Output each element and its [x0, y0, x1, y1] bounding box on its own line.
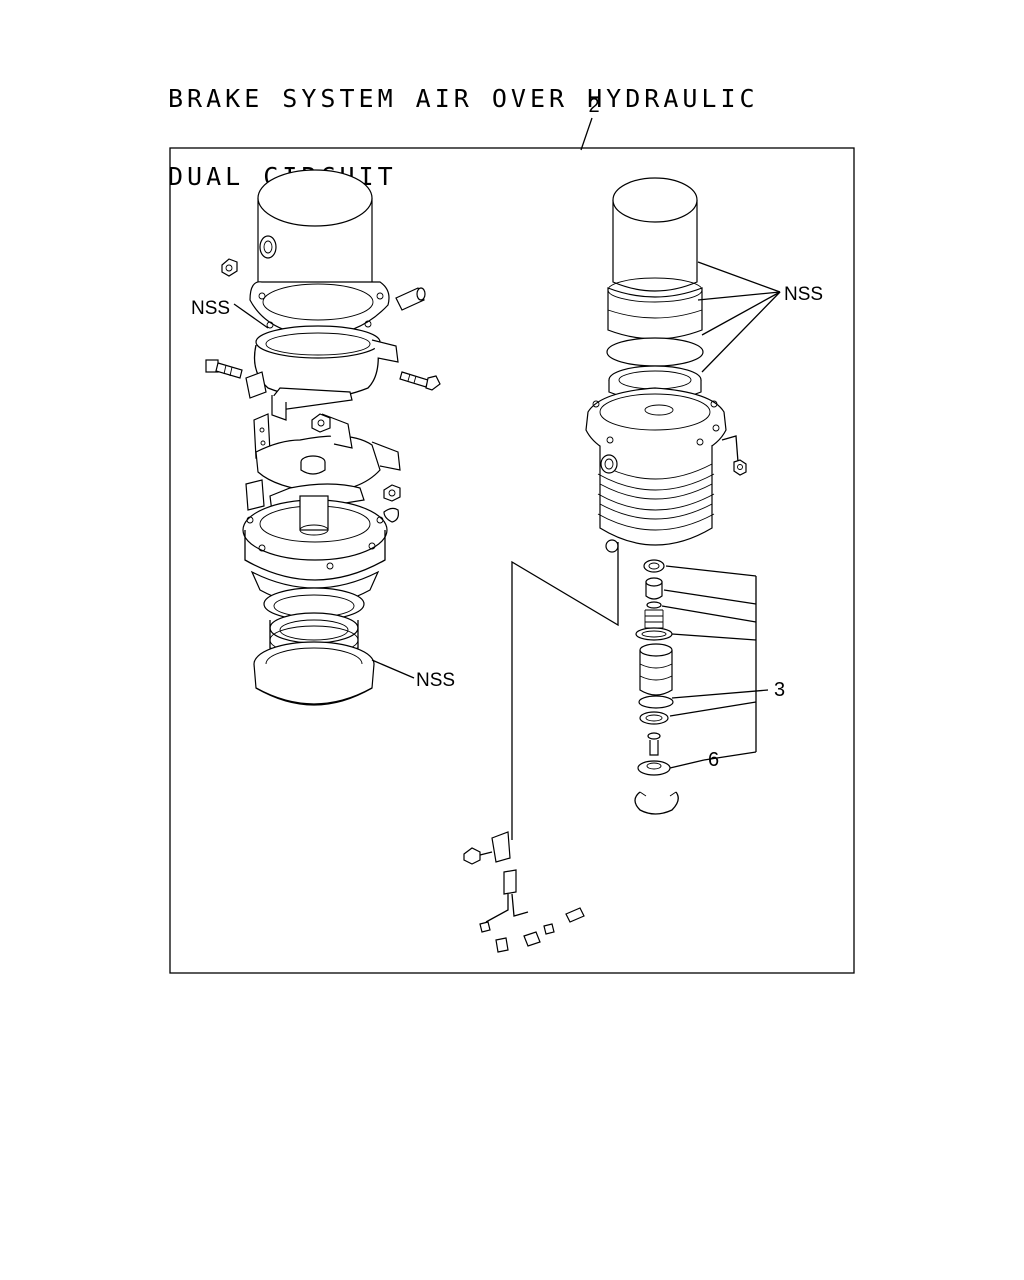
left-brake-chamber-assembly: [205, 169, 441, 706]
nss-left-upper-label: NSS: [191, 298, 230, 319]
left-bottom-plate: [253, 641, 375, 706]
diagram-frame: [169, 147, 855, 974]
left-clamp-band-upper: [245, 325, 399, 411]
callout-6-label: 6: [708, 749, 719, 771]
left-bolt-left: [205, 359, 243, 379]
nss-right-leaders: [697, 261, 781, 373]
left-nut-top: [221, 258, 238, 277]
left-clamp-band-lower: [253, 395, 401, 493]
nss-left-lower-leader: [371, 659, 415, 679]
left-lower-rings: [263, 587, 365, 659]
right-cylinder-body: [597, 446, 715, 553]
title-line-1: BRAKE SYSTEM AIR OVER HYDRAULIC: [168, 84, 759, 113]
left-bolt-right: [399, 371, 441, 391]
callout-3-leaders: [661, 565, 769, 769]
right-wiring-harness: [463, 542, 619, 953]
right-canister: [612, 177, 698, 292]
callout-2-leader: [580, 117, 593, 151]
right-valve-parts: [634, 559, 679, 815]
nss-right-label: NSS: [784, 284, 823, 305]
callout-2-label: 2: [588, 95, 599, 117]
right-side-fitting: [721, 435, 747, 476]
nss-left-upper-leader: [233, 303, 269, 329]
nss-left-lower-label: NSS: [416, 670, 455, 691]
right-brake-chamber-assembly: [463, 177, 747, 953]
diagram-title: BRAKE SYSTEM AIR OVER HYDRAULIC DUAL CIR…: [168, 34, 759, 216]
callout-3-label: 3: [774, 679, 785, 701]
left-sleeve: [395, 287, 426, 311]
left-pushrod: [300, 455, 326, 475]
right-seal-rings: [606, 277, 704, 402]
